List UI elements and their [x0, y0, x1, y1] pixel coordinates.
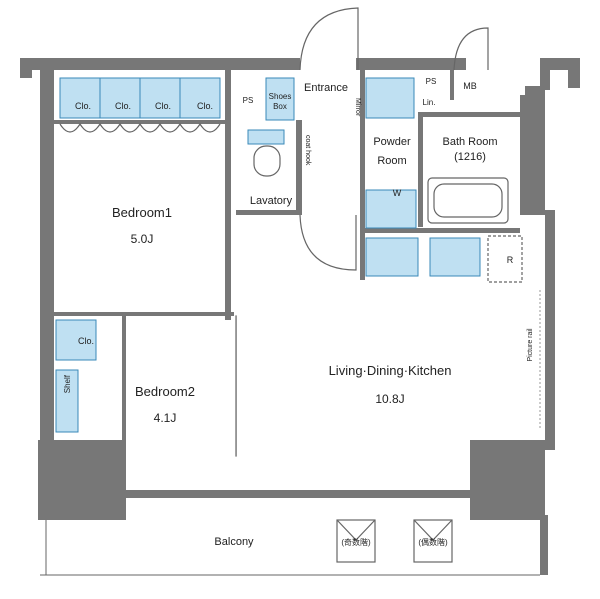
bedroom1-closets [59, 77, 221, 133]
bedroom2-closet-label: Clo. [78, 336, 94, 346]
lavatory-label: Lavatory [250, 195, 293, 207]
ldk-size: 10.8J [375, 392, 404, 406]
washbasin-icon [365, 77, 415, 119]
interior-walls [54, 70, 520, 491]
washer-label: W [393, 188, 402, 198]
bedroom1-name: Bedroom1 [112, 205, 172, 220]
closet-label-3: Clo. [155, 101, 171, 111]
shoes-box [265, 77, 295, 121]
washer-space [365, 189, 417, 229]
bedroom2-closet [55, 319, 97, 361]
mb-label: MB [463, 81, 477, 91]
refrigerator-space [487, 235, 523, 283]
ps-label-left: PS [243, 96, 254, 105]
bath-room-label-1: Bath Room [442, 136, 497, 148]
picture-rail-label: Picture rail [527, 328, 534, 362]
bedroom2-shelf [55, 369, 79, 433]
even-floor-unit-label: (偶数階) [418, 537, 448, 547]
stove-icon [429, 237, 481, 277]
ldk-name: Living·Dining·Kitchen [329, 363, 452, 378]
shelf-label: Shelf [63, 374, 72, 393]
powder-room-label-1: Powder [373, 136, 411, 148]
odd-floor-unit-label: (奇数階) [341, 537, 371, 547]
exterior-walls [20, 58, 580, 575]
closet-label-2: Clo. [115, 101, 131, 111]
balcony-label: Balcony [214, 536, 254, 548]
closet-label-4: Clo. [197, 101, 213, 111]
entrance-label: Entrance [304, 82, 348, 94]
linen-label: Lin. [423, 98, 436, 107]
refrigerator-label: R [507, 255, 514, 265]
bedroom2-name: Bedroom2 [135, 384, 195, 399]
doors [299, 7, 489, 271]
bedroom2-size: 4.1J [154, 411, 177, 425]
shoes-box-label-2: Box [273, 102, 287, 111]
mirror-label: Mirror [354, 98, 361, 117]
balcony [40, 519, 540, 576]
bath-room-label-2: (1216) [454, 151, 486, 163]
shoes-box-label-1: Shoes [269, 92, 292, 101]
bathtub-icon [427, 177, 509, 224]
ps-label-right: PS [426, 77, 437, 86]
coat-hook-label: coat hook [304, 135, 311, 166]
kitchen-sink-icon [365, 237, 419, 277]
closet-label-1: Clo. [75, 101, 91, 111]
toilet-icon [247, 129, 285, 177]
powder-room-label-2: Room [377, 155, 406, 167]
bedroom1-size: 5.0J [131, 232, 154, 246]
